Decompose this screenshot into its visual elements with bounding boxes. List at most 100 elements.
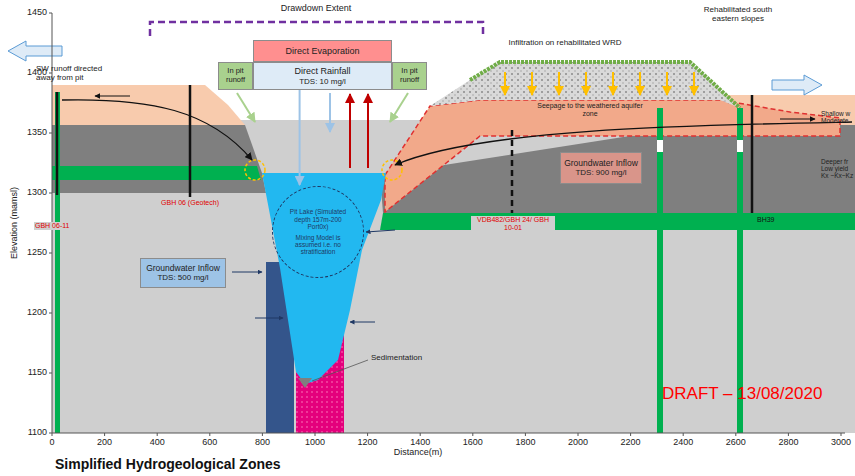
tick-label: 1400	[410, 437, 430, 447]
left-aquifer-band	[52, 166, 261, 180]
tick-label: 0	[49, 437, 54, 447]
tick	[157, 433, 158, 436]
waste-rock-dump	[430, 62, 740, 108]
note: SW runoff directed away from pit	[36, 64, 120, 82]
tick-label: 2600	[726, 437, 746, 447]
tick-label: 1400	[27, 67, 47, 77]
tick-label: 2000	[568, 437, 588, 447]
infiltration-arrow	[531, 72, 533, 95]
tick-label: 3000	[831, 437, 851, 447]
tick	[841, 433, 842, 436]
inflow-arrow	[232, 272, 262, 273]
infiltration-arrow	[666, 72, 668, 95]
rainfall-arrow	[329, 93, 331, 132]
bedrock	[52, 120, 855, 433]
borehole-id: GBH 06-11	[34, 222, 71, 230]
pit-lake	[262, 173, 386, 384]
node-text: Direct Evaporation	[285, 46, 359, 56]
node-text: Mixing Model is assumed i.e. no stratifi…	[286, 234, 350, 256]
leader-line	[312, 360, 368, 381]
tick-label: 800	[255, 437, 270, 447]
borehole	[751, 95, 754, 213]
runoff-arrow	[8, 41, 62, 61]
tick-label: 1250	[27, 247, 47, 257]
pit-lake-circle: Pit Lake (Simulated depth 157m-200 Port0…	[272, 186, 364, 278]
infiltration-arrow	[612, 72, 614, 95]
tick-label: 1300	[27, 187, 47, 197]
tick	[525, 433, 526, 436]
flow-line	[62, 100, 252, 160]
tick-label: 1200	[27, 307, 47, 317]
seepage-face	[245, 160, 265, 180]
watermark: DRAFT – 13/08/2020	[662, 384, 822, 404]
infiltration-arrow	[639, 72, 641, 95]
inflow-arrow	[255, 318, 283, 319]
tick	[472, 433, 473, 436]
node-text: Groundwater Inflow	[146, 264, 220, 274]
tick-label: 1350	[27, 127, 47, 137]
tick	[735, 433, 736, 436]
vegetation-cover	[470, 62, 740, 108]
flow-arrow	[95, 96, 130, 97]
tick	[104, 433, 105, 436]
screen-gap	[737, 140, 743, 152]
note: Seepage to the weathered aquifer zone	[534, 102, 646, 118]
node-text: TDS: 10 mg/l	[299, 77, 346, 86]
inflow-box: Groundwater InflowTDS: 500 mg/l	[140, 258, 226, 288]
node-text: Pit Lake (Simulated depth 157m-200 Port0…	[286, 208, 350, 230]
runoff-box: In pit runoff	[218, 62, 253, 90]
flow-arrow	[780, 119, 815, 120]
bracket-label: Drawdown Extent	[281, 3, 352, 13]
runoff-arrow	[390, 93, 408, 122]
evaporation-arrow	[349, 94, 351, 168]
tick-label: 400	[150, 437, 165, 447]
tick-label: 1150	[28, 367, 47, 377]
zone-label: Deeper fr Low yield Kx ~Kx~Kz	[821, 158, 855, 179]
tick	[315, 433, 316, 436]
tick	[209, 433, 210, 436]
node-text: TDS: 900 mg/l	[575, 168, 626, 177]
tick-label: 1450	[27, 7, 47, 17]
runoff-arrow	[237, 93, 255, 122]
tick	[52, 433, 53, 436]
infiltration-arrows	[505, 72, 694, 95]
tick	[49, 193, 52, 194]
infiltration-arrow	[504, 72, 506, 95]
weathered-aquifer-zone	[385, 100, 840, 212]
borehole	[511, 130, 514, 213]
axis-title: Elevation (mamsl)	[9, 187, 19, 259]
note: Rehabilitated south eastern slopes	[700, 5, 776, 23]
borehole	[189, 85, 192, 197]
tick	[578, 433, 579, 436]
tick-label: 2400	[673, 437, 693, 447]
borehole	[56, 92, 59, 195]
tick-label: 1000	[305, 437, 325, 447]
right-aquifer-band	[380, 213, 855, 230]
tick-label: 1200	[358, 437, 378, 447]
tick	[630, 433, 631, 436]
tick	[49, 253, 52, 254]
note: Infiltration on rehabilitated WRD	[508, 38, 623, 47]
axes	[49, 13, 845, 436]
tick-label: 2800	[778, 437, 798, 447]
left-weathered-rock	[52, 125, 266, 193]
screen-gap	[657, 140, 663, 152]
flux-arrow	[299, 90, 301, 185]
borehole-id: BH39	[757, 216, 775, 224]
tick-label: 200	[97, 437, 112, 447]
borehole-id: GBH 06 (Geotech)	[160, 199, 220, 207]
tick	[367, 433, 368, 436]
evaporation-box: Direct Evaporation	[253, 40, 392, 62]
node-text: In pit runoff	[221, 67, 250, 84]
runoff-box: In pit runoff	[392, 62, 427, 90]
node-text: In pit runoff	[395, 67, 424, 84]
tick-label: 1600	[463, 437, 483, 447]
tick	[49, 373, 52, 374]
node-text: TDS: 500 mg/l	[157, 273, 208, 282]
tick	[49, 13, 52, 14]
runoff-arrow	[772, 75, 822, 95]
